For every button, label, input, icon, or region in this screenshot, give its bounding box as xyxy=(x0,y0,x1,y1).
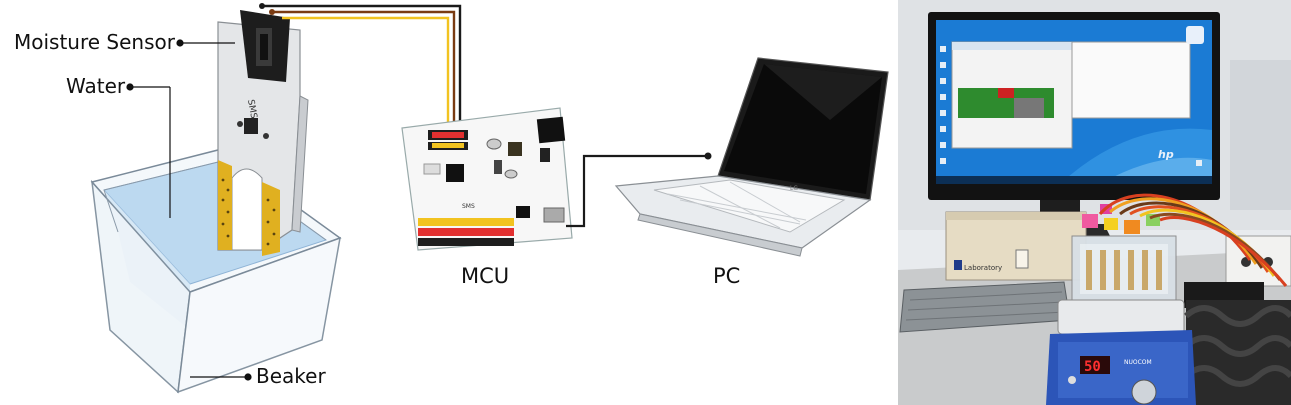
board-text: SMS xyxy=(462,203,475,210)
laptop-brand: LG xyxy=(790,185,798,192)
moisture-sensor: SMS xyxy=(217,10,309,256)
beaker xyxy=(90,149,342,394)
equipment-label: Laboratory xyxy=(964,264,1002,272)
sample-holder xyxy=(1071,204,1177,303)
leader-lines xyxy=(126,39,252,381)
hot-plate-stirrer: 50 NUOCOM xyxy=(1046,299,1196,405)
mcu-board: SMS xyxy=(401,107,573,251)
lab-photo: hp Laboratory xyxy=(898,0,1291,405)
monitor: hp xyxy=(928,12,1220,236)
stirrer-display: 50 xyxy=(1084,359,1101,375)
sensor-connector xyxy=(240,10,290,82)
label-water: Water xyxy=(66,74,126,98)
sensor-pad-right xyxy=(262,182,280,256)
sensor-board-text: SMS xyxy=(245,99,258,120)
wire-bundle xyxy=(1098,193,1288,287)
stirrer-label: NUOCOM xyxy=(1124,359,1152,366)
label-moisture-sensor: Moisture Sensor xyxy=(14,30,175,54)
sensor-pad-left xyxy=(218,160,232,250)
monitor-brand: hp xyxy=(1158,148,1174,161)
laptop: LG xyxy=(614,57,889,257)
label-mcu: MCU xyxy=(461,264,510,288)
acoustic-foam xyxy=(1184,300,1291,405)
label-pc: PC xyxy=(713,264,741,288)
label-beaker: Beaker xyxy=(256,364,326,388)
sensor-wires xyxy=(259,3,462,132)
lab-instrument: Laboratory xyxy=(945,211,1087,281)
usb-cable xyxy=(566,154,708,228)
